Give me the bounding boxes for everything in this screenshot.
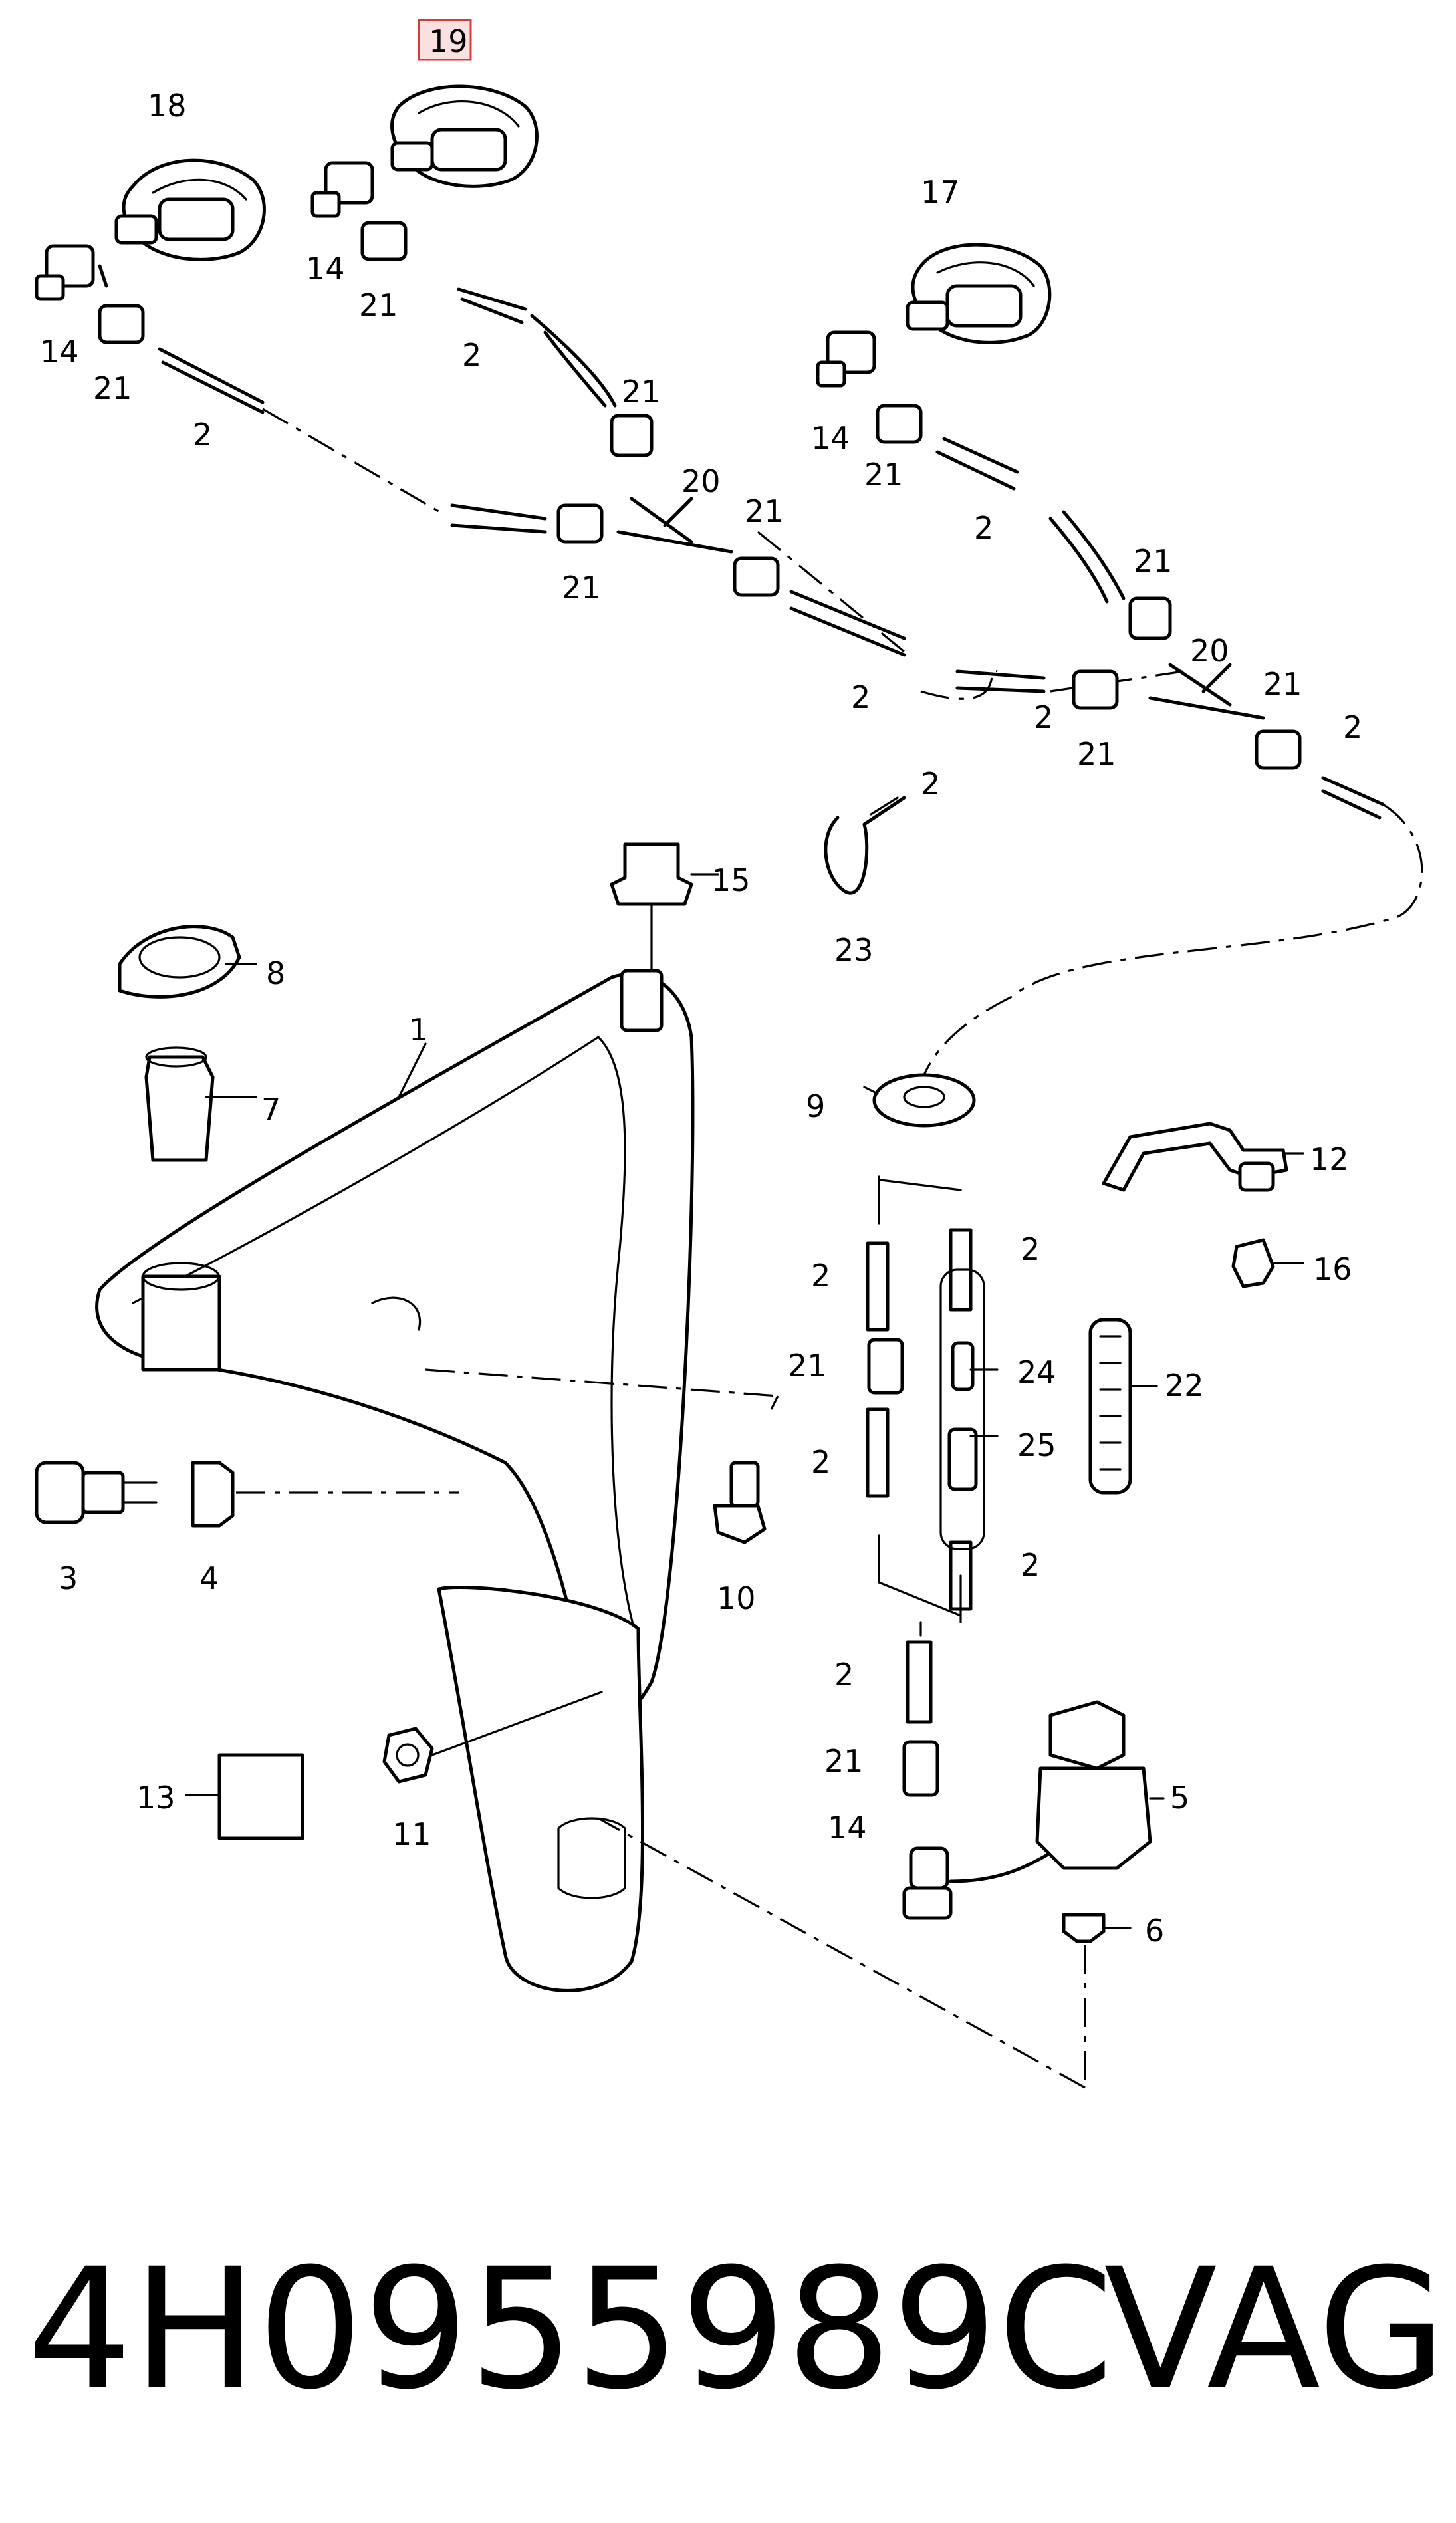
connector-14-d[interactable] [902,1846,953,1920]
label-15: 15 [711,862,751,898]
grommet-9[interactable] [872,1073,976,1128]
hose-routing [262,408,1423,1091]
level-sensor-3[interactable] [35,1461,158,1524]
neck-seal [141,1262,221,1372]
label-21-h: 21 [1077,736,1116,772]
label-8: 8 [266,955,285,991]
connector-14-c[interactable] [816,330,876,388]
label-2-c: 2 [851,679,870,715]
bolt-10[interactable] [425,1368,779,1544]
part-number: 4H0955989C [27,2232,1114,2426]
label-2-g: 2 [1021,1231,1040,1267]
hose-set [866,1175,985,1724]
label-21-b: 21 [359,287,398,323]
label-14-d: 14 [828,1810,867,1846]
highlight-19 [418,19,472,61]
nozzle-17[interactable] [906,243,1052,344]
label-21-a: 21 [93,370,132,406]
filler-cap-15[interactable] [610,842,693,972]
label-21-k: 21 [824,1743,864,1779]
leader-lines [205,873,1304,1929]
clip-16[interactable] [1231,1238,1275,1288]
reference-box-13 [185,1753,304,1840]
label-22: 22 [1165,1368,1204,1403]
label-7: 7 [261,1092,281,1128]
connector-25[interactable] [947,1427,978,1491]
seal-4[interactable] [191,1461,459,1528]
label-13: 13 [136,1780,176,1816]
nozzle-19[interactable] [390,84,539,188]
connector-14-a[interactable] [35,244,95,301]
label-21-d: 21 [562,570,601,606]
label-9: 9 [806,1088,825,1124]
filler-neck-7[interactable] [144,1046,215,1162]
label-17: 17 [921,174,960,210]
label-14-c: 14 [811,420,850,456]
label-4: 4 [199,1560,219,1596]
label-3: 3 [59,1560,78,1596]
label-2-j: 2 [834,1657,854,1693]
reservoir-1[interactable] [95,969,695,1992]
label-2-l: 2 [1034,699,1053,735]
label-10: 10 [717,1580,756,1616]
label-24: 24 [1017,1354,1056,1390]
check-valve-24[interactable] [951,1341,975,1391]
cap-8[interactable] [118,925,241,999]
label-2-b: 2 [462,337,481,373]
label-16: 16 [1313,1251,1352,1287]
label-12: 12 [1310,1141,1349,1177]
nozzle-18[interactable] [114,158,266,261]
labels: 19 18 17 14 14 14 14 21 21 21 21 21 21 2… [40,19,1362,1949]
label-2-h: 2 [811,1444,830,1480]
label-21-j: 21 [788,1348,827,1383]
t-piece-20-b[interactable] [1148,663,1265,720]
sleeves-21 [98,221,1302,1797]
label-19: 19 [429,23,468,59]
label-21-i: 21 [1263,666,1302,702]
pump-5[interactable] [949,1700,1152,1883]
hose-segments [98,264,1385,820]
label-5: 5 [1170,1780,1189,1816]
grommet-6[interactable] [598,1817,1106,2089]
sleeve-22[interactable] [1088,1318,1132,1495]
label-21-c: 21 [622,374,661,410]
label-25: 25 [1017,1427,1056,1463]
label-2-e: 2 [1343,709,1362,745]
label-21-f: 21 [864,457,904,493]
t-piece-20-a[interactable] [616,497,733,554]
label-1: 1 [409,1012,428,1048]
bracket-12[interactable] [1102,1122,1288,1192]
label-2-a: 2 [193,417,212,453]
label-2-i: 2 [1021,1547,1040,1583]
label-21-g: 21 [1134,543,1173,579]
nut-11[interactable] [382,1691,603,1784]
label-18: 18 [148,88,187,124]
label-20-a: 20 [681,463,721,499]
label-2-f: 2 [811,1258,830,1294]
label-2-k: 2 [921,766,940,802]
label-14-a: 14 [40,334,79,370]
label-23: 23 [834,932,874,968]
brand-label: VAG [1104,2232,1446,2426]
label-20-b: 20 [1190,633,1229,669]
connector-14-b[interactable] [310,161,374,218]
label-2-d: 2 [974,510,993,546]
label-21-e: 21 [745,493,784,529]
label-14-b: 14 [306,251,345,287]
label-6: 6 [1145,1913,1164,1949]
label-11: 11 [392,1816,431,1852]
tie-strap-23[interactable] [824,796,906,895]
